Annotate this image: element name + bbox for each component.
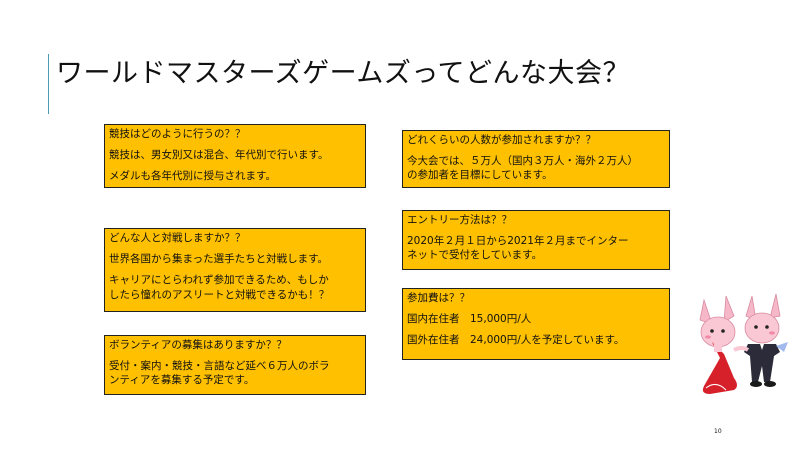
faq-box-entry-fee: 参加費は？？ 国内在住者 15,000円/人 国外在住者 24,000円/人を予… (402, 288, 670, 360)
faq-line: 今大会では、５万人（国内３万人・海外２万人） (407, 155, 638, 168)
faq-line: したら憧れのアスリートと対戦できるかも！？ (109, 288, 330, 301)
faq-line: 競技は、男女別又は混合、年代別で行います。 (109, 149, 329, 162)
faq-line: メダルも各年代別に授与されます。 (109, 170, 276, 183)
faq-line: 受付・案内・競技・言語など延べ６万人のボラ (109, 360, 330, 373)
faq-line: 国外在住者 24,000円/人を予定しています。 (407, 334, 625, 347)
title-accent-line (48, 54, 49, 114)
faq-box-volunteers: ボランティアの募集はありますか？？ 受付・案内・競技・言語など延べ６万人のボラ … (104, 335, 366, 395)
faq-line: の参加者を目標にしています。 (407, 169, 553, 182)
faq-heading: エントリー方法は？？ (407, 214, 512, 226)
faq-box-entry-method: エントリー方法は？？ 2020年２月１日から2021年２月までインター ネットで… (402, 210, 670, 270)
faq-box-opponents: どんな人と対戦しますか？？ 世界各国から集まった選手たちと対戦します。 キャリア… (104, 228, 366, 312)
mascot-illustration-icon (699, 293, 788, 394)
faq-heading: どれくらいの人数が参加されますか？？ (407, 134, 596, 146)
faq-line: ネットで受付をしています。 (407, 249, 543, 262)
faq-line: 世界各国から集まった選手たちと対戦します。 (109, 253, 329, 266)
faq-heading: どんな人と対戦しますか？？ (109, 232, 246, 244)
faq-line: 2020年２月１日から2021年２月までインター (407, 235, 629, 248)
faq-heading: 競技はどのように行うの？？ (109, 128, 246, 140)
page-number: 10 (714, 428, 722, 435)
faq-box-participants: どれくらいの人数が参加されますか？？ 今大会では、５万人（国内３万人・海外２万人… (402, 130, 670, 188)
faq-heading: ボランティアの募集はありますか？？ (109, 339, 287, 351)
faq-heading: 参加費は？？ (407, 292, 470, 304)
faq-box-competition-format: 競技はどのように行うの？？ 競技は、男女別又は混合、年代別で行います。 メダルも… (104, 124, 366, 188)
faq-line: 国内在住者 15,000円/人 (407, 313, 532, 326)
faq-line: キャリアにとらわれず参加できるため、もしか (109, 274, 329, 287)
faq-line: ンティアを募集する予定です。 (109, 374, 255, 387)
slide-title: ワールドマスターズゲームズってどんな大会？ (56, 58, 630, 89)
